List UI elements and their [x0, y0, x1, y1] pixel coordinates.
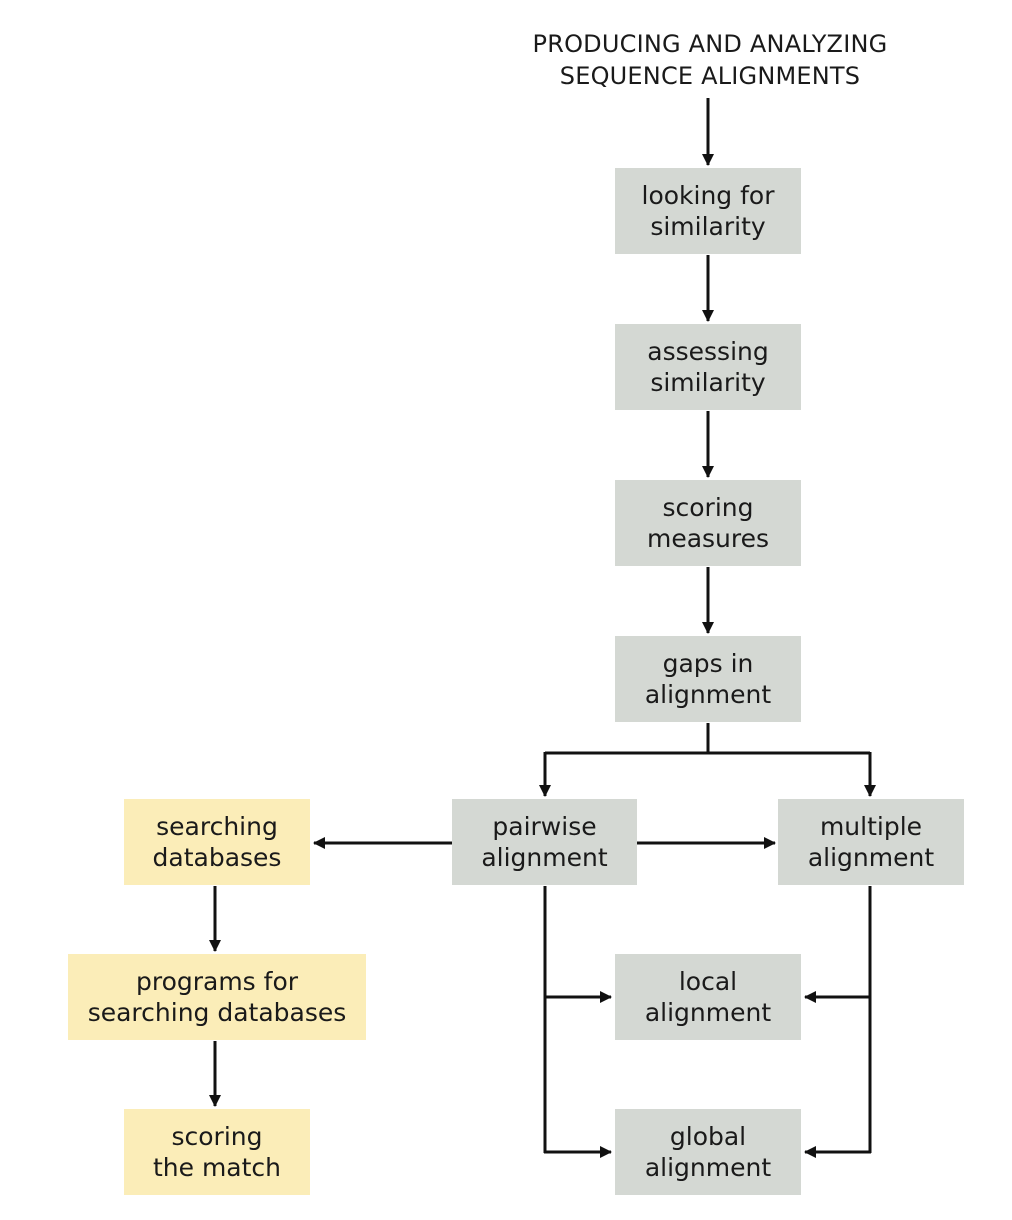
node-label-line-2: the match	[152, 1153, 282, 1182]
diagram-title-line-2: SEQUENCE ALIGNMENTS	[559, 62, 861, 90]
node-label-line-2: similarity	[650, 212, 766, 241]
node-label-line-1: gaps in	[662, 649, 754, 678]
connector-gaps-split	[545, 723, 870, 755]
diagram-title-line-1: PRODUCING AND ANALYZING	[532, 30, 888, 58]
node-label-line-2: alignment	[644, 998, 772, 1027]
node-label-line-2: searching databases	[87, 998, 347, 1027]
node-programs-for-searching-databases: programs for searching databases	[68, 954, 366, 1040]
node-label-line-1: programs for	[135, 967, 299, 996]
node-pairwise-alignment: pairwise alignment	[452, 799, 637, 885]
node-label-line-1: scoring	[171, 1122, 263, 1151]
diagram-title: PRODUCING AND ANALYZING SEQUENCE ALIGNME…	[470, 28, 950, 92]
node-gaps-in-alignment: gaps in alignment	[615, 636, 801, 722]
node-label-line-1: searching	[156, 812, 278, 841]
node-label-line-1: scoring	[662, 493, 754, 522]
node-label-line-2: similarity	[650, 368, 766, 397]
node-label-line-1: global	[669, 1122, 747, 1151]
node-label-line-2: alignment	[807, 843, 935, 872]
node-scoring-measures: scoring measures	[615, 480, 801, 566]
node-label-line-1: looking for	[641, 181, 775, 210]
node-label-line-2: measures	[646, 524, 770, 553]
node-local-alignment: local alignment	[615, 954, 801, 1040]
node-searching-databases: searching databases	[124, 799, 310, 885]
node-label-line-1: local	[678, 967, 738, 996]
node-multiple-alignment: multiple alignment	[778, 799, 964, 885]
node-label-line-2: alignment	[644, 680, 772, 709]
node-global-alignment: global alignment	[615, 1109, 801, 1195]
node-label-line-1: pairwise	[492, 812, 597, 841]
node-label-line-1: assessing	[647, 337, 769, 366]
node-label-line-1: multiple	[819, 812, 923, 841]
node-looking-for-similarity: looking for similarity	[615, 168, 801, 254]
node-scoring-the-match: scoring the match	[124, 1109, 310, 1195]
node-label-line-2: alignment	[481, 843, 608, 872]
node-assessing-similarity: assessing similarity	[615, 324, 801, 410]
node-label-line-2: alignment	[644, 1153, 772, 1182]
node-label-line-2: databases	[152, 843, 282, 872]
